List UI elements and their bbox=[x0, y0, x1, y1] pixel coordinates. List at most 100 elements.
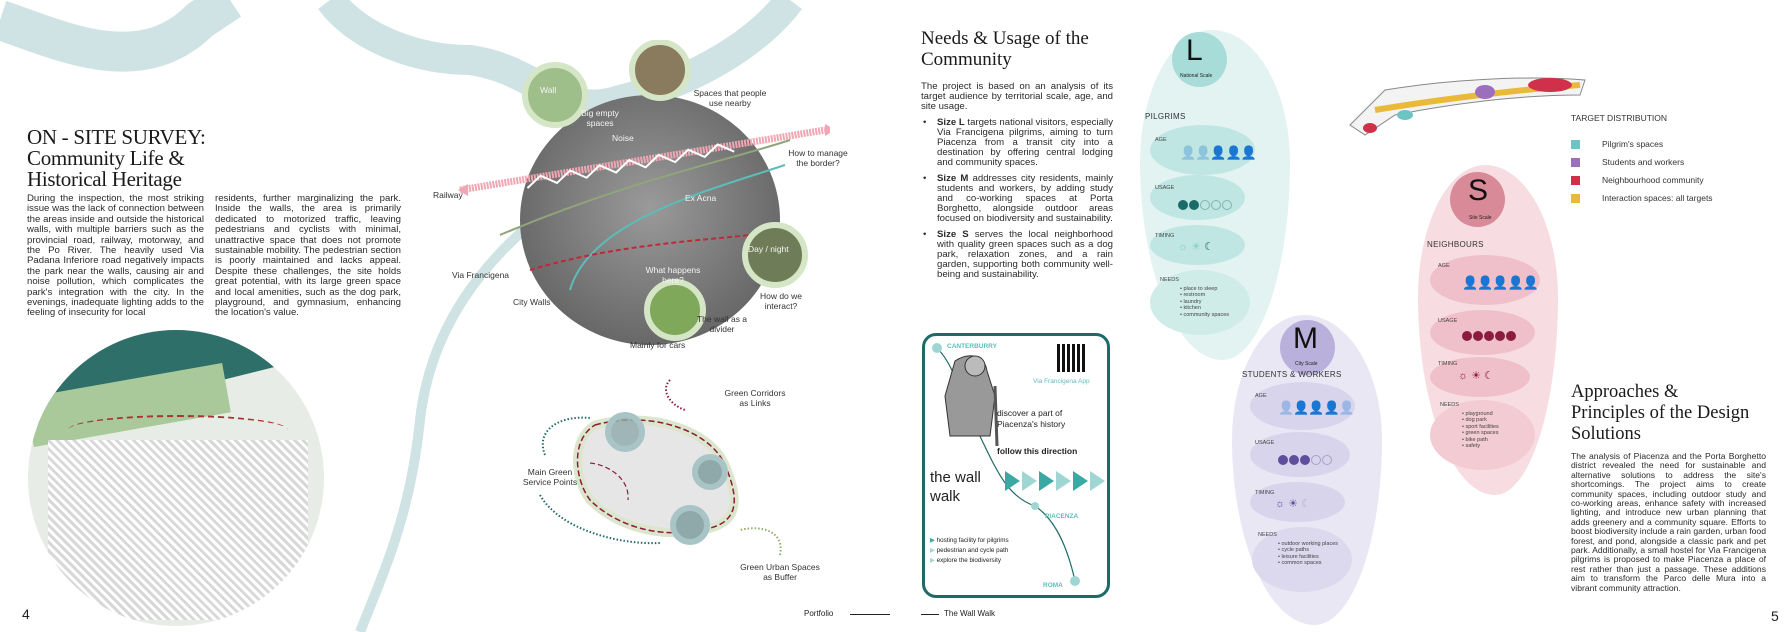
title-line: Principles of the Design bbox=[1571, 403, 1750, 423]
title-line: Community Life & bbox=[27, 146, 185, 170]
need-item: • dog park bbox=[1462, 417, 1487, 424]
scale-badge-l bbox=[1172, 32, 1227, 87]
page-number-left: 4 bbox=[22, 606, 30, 622]
usage-dot bbox=[1473, 331, 1483, 341]
bullet-bold: Size L bbox=[937, 117, 965, 128]
bullet-size-s: Size S serves the local neighborhood wit… bbox=[921, 230, 1113, 280]
age-bubble bbox=[1250, 382, 1355, 430]
city-map-circle bbox=[28, 330, 324, 626]
title-line: Historical Heritage bbox=[27, 167, 182, 191]
usage-dot bbox=[1289, 455, 1299, 465]
label-big-empty: Big empty spaces bbox=[581, 108, 619, 128]
label-what-happens: What happens here? bbox=[645, 265, 701, 285]
need-item: • common spaces bbox=[1278, 560, 1322, 567]
row-label: USAGE bbox=[1155, 185, 1175, 191]
usage-dots bbox=[1278, 452, 1333, 470]
scale-letter: L bbox=[1186, 34, 1203, 67]
page-number-right: 5 bbox=[1771, 608, 1779, 624]
bullet-text: addresses city residents, mainly student… bbox=[937, 173, 1113, 224]
usage-dot bbox=[1278, 455, 1288, 465]
feature-text: explore the biodiversity bbox=[936, 557, 1001, 564]
label-railway: Railway bbox=[433, 190, 463, 200]
approaches-body: The analysis of Piacenza and the Porta B… bbox=[1571, 451, 1766, 593]
group-title: NEIGHBOURS bbox=[1427, 240, 1484, 249]
needs-bubble bbox=[1430, 400, 1535, 470]
age-bubble bbox=[1430, 255, 1540, 305]
scale-name: Site Scale bbox=[1469, 215, 1492, 221]
group-title: STUDENTS & WORKERS bbox=[1242, 370, 1342, 379]
label-day-night: Day / night bbox=[748, 244, 789, 254]
need-item: • outdoor working places bbox=[1278, 541, 1339, 547]
label-noise: Noise bbox=[612, 133, 634, 143]
row-label: TIMING bbox=[1155, 233, 1175, 239]
scale-letter: S bbox=[1468, 174, 1489, 207]
title-line: Needs & Usage of the bbox=[921, 28, 1089, 49]
needs-list: • playground• dog park• sport facilities… bbox=[1462, 411, 1499, 449]
photo-day-night bbox=[742, 222, 808, 288]
usage-dot bbox=[1506, 331, 1516, 341]
row-label: TIMING bbox=[1255, 490, 1275, 496]
usage-bubble bbox=[1150, 175, 1245, 220]
qr-code-icon[interactable] bbox=[1057, 344, 1087, 372]
need-item: • laundry bbox=[1180, 298, 1202, 305]
feature-text: pedestrian and cycle path bbox=[936, 547, 1009, 554]
label-main-green: Main Green Service Points bbox=[522, 467, 578, 487]
card-follow: follow this direction bbox=[997, 446, 1078, 456]
right-title: Needs & Usage of the Community bbox=[921, 28, 1089, 70]
footer-rule bbox=[921, 614, 939, 615]
scale-badge-m bbox=[1280, 320, 1335, 375]
usage-dot bbox=[1300, 455, 1310, 465]
bullet-bold: Size M bbox=[937, 173, 969, 184]
row-label: AGE bbox=[1438, 263, 1450, 269]
needs-bubble bbox=[1150, 270, 1250, 335]
needs-list: • place to sleep• restroom• laundry• kit… bbox=[1180, 286, 1229, 318]
timing-bubble bbox=[1150, 225, 1245, 265]
need-item: • restroom bbox=[1180, 292, 1206, 299]
noise-zigzag bbox=[526, 143, 735, 189]
scale-name: City Scale bbox=[1295, 361, 1318, 367]
card-features: ▶ hosting facility for pilgrims ▶ pedest… bbox=[930, 536, 1009, 566]
usage-dot bbox=[1178, 200, 1188, 210]
need-item: • leisure facilities bbox=[1278, 553, 1319, 560]
survey-overlay bbox=[458, 40, 830, 341]
label-wall: Wall bbox=[540, 85, 557, 95]
card-app: Via Francigena App bbox=[1033, 378, 1090, 385]
photo-spaces bbox=[629, 40, 691, 101]
label-ex-acna: Ex Acna bbox=[685, 193, 717, 203]
label-green-urban: Green Urban Spaces as Buffer bbox=[740, 562, 820, 582]
approaches-title: Approaches & Principles of the Design So… bbox=[1571, 382, 1749, 445]
left-title: ON - SITE SURVEY: Community Life & Histo… bbox=[27, 127, 327, 190]
need-item: • safety bbox=[1462, 443, 1481, 450]
usage-dot bbox=[1222, 200, 1232, 210]
card-discover: discover a part of Piacenza's history bbox=[997, 408, 1066, 429]
age-figures-icon: 👤👤👤👤👤 bbox=[1278, 400, 1355, 415]
bullet-size-l: Size L targets national visitors, especi… bbox=[921, 118, 1113, 168]
usage-bubble bbox=[1250, 432, 1350, 477]
need-item: • green spaces bbox=[1462, 430, 1499, 437]
legend-swatch bbox=[1571, 175, 1580, 185]
row-label: USAGE bbox=[1255, 440, 1275, 446]
timing-bubble bbox=[1430, 357, 1530, 397]
need-item: • cycle paths bbox=[1278, 547, 1309, 554]
usage-bubble bbox=[1430, 310, 1535, 355]
need-item: • playground bbox=[1462, 411, 1493, 417]
timing-bubble bbox=[1250, 482, 1345, 522]
footer-wall-walk: The Wall Walk bbox=[944, 609, 995, 618]
needs-bubble bbox=[1252, 527, 1352, 592]
scale-name: National Scale bbox=[1180, 73, 1213, 79]
card-feature: ▶ pedestrian and cycle path bbox=[930, 547, 1009, 554]
route-line bbox=[932, 343, 1105, 586]
legend-item: Pilgrim's spaces bbox=[1571, 135, 1713, 153]
card-feature: ▶ hosting facility for pilgrims bbox=[930, 537, 1009, 544]
title-line: Solutions bbox=[1571, 424, 1641, 444]
timing-icons: ☼ ☀ ☾ bbox=[1275, 498, 1311, 510]
row-label: NEEDS bbox=[1160, 277, 1179, 283]
label-spaces-people: Spaces that people use nearby bbox=[693, 88, 767, 108]
group-title: PILGRIMS bbox=[1145, 112, 1186, 121]
legend-label: Neighbourhood community bbox=[1602, 175, 1704, 185]
label-green-corridors: Green Corridors as Links bbox=[724, 388, 786, 408]
usage-dot bbox=[1189, 200, 1199, 210]
legend-title: TARGET DISTRIBUTION bbox=[1571, 113, 1668, 123]
legend-item: Students and workers bbox=[1571, 153, 1713, 171]
arrow-icons bbox=[1005, 471, 1105, 491]
